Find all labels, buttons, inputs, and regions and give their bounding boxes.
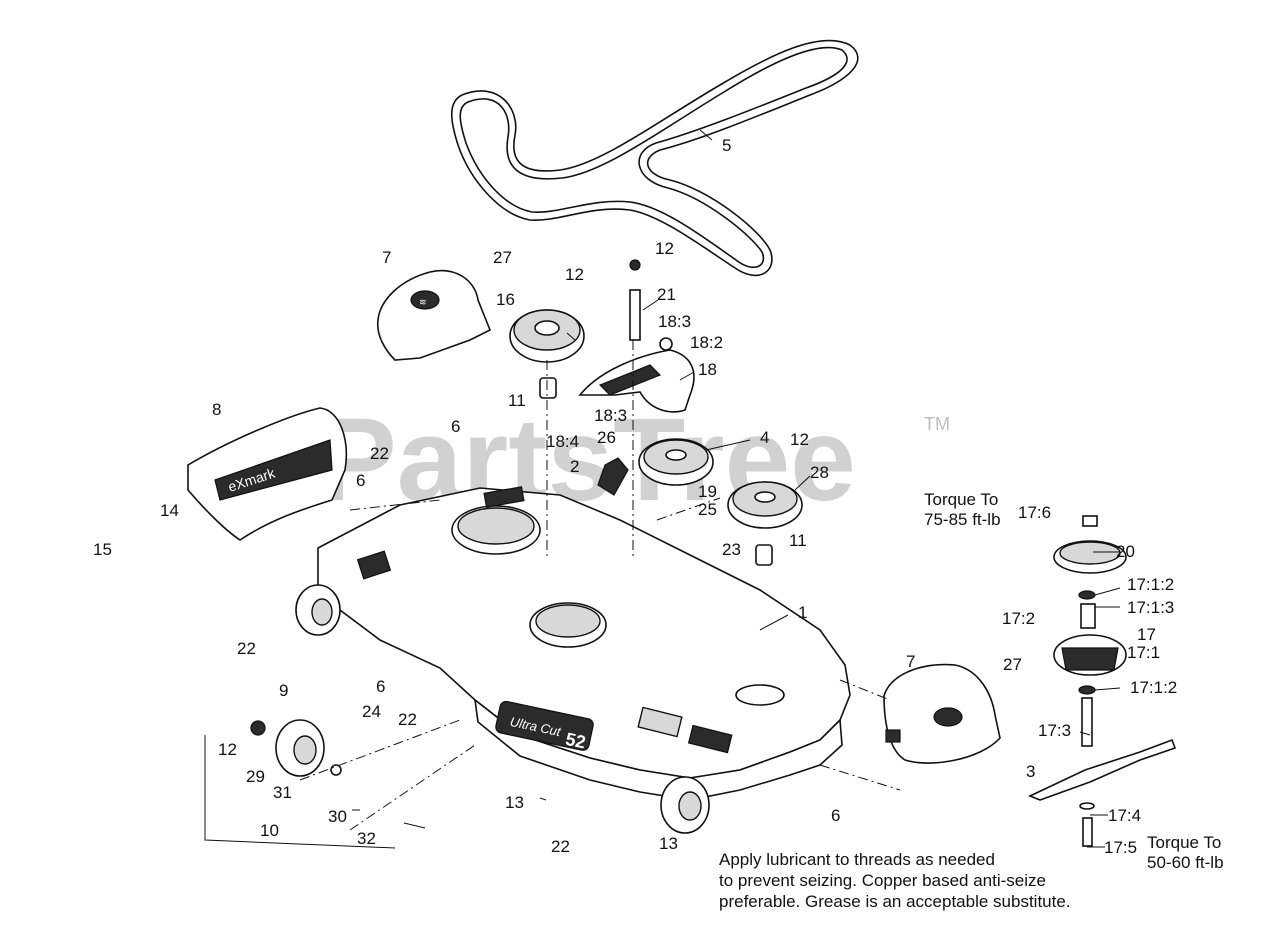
shaft-21 [629,259,641,341]
callout-30-label-31: 31 [273,783,292,802]
belt-cover-right [883,663,1001,764]
mower-deck: Ultra Cut 52 [317,486,851,801]
callout-5: 5 [722,136,731,155]
callout-17-1-2-a: 17:1:2 [1127,575,1174,594]
callout-12-d: 12 [218,740,237,759]
callout-15: 15 [93,540,112,559]
callout-27-b: 27 [1003,655,1022,674]
callout-21: 21 [657,285,676,304]
belt-cover-left: ≋ [376,269,492,361]
svg-text:≋: ≋ [419,297,427,307]
callout-2: 2 [570,457,579,476]
callout-9: 9 [279,681,288,700]
dash-lines [299,340,901,831]
callout-3: 3 [1026,762,1035,781]
lubricant-note: Apply lubricant to threads as needed to … [719,849,1071,912]
callout-27-a: 27 [493,248,512,267]
callout-24: 24 [362,702,381,721]
spacer-11a [539,377,557,399]
lubricant-note-line2: to prevent seizing. Copper based anti-se… [719,871,1046,890]
callout-18-3-b: 18:3 [594,406,627,425]
callout-20: 20 [1116,542,1135,561]
callout-29: 29 [246,767,265,786]
callout-17-1-3: 17:1:3 [1127,598,1174,617]
callout-7-b: 7 [906,652,915,671]
callout-14: 14 [160,501,179,520]
spring-2 [597,457,629,496]
wheel-29 [250,719,342,777]
callout-10: 10 [260,821,279,840]
torque-upper-line2: 75-85 ft-lb [924,510,1001,529]
callout-6-a: 6 [451,417,460,436]
callout-22-d: 22 [551,837,570,856]
callout-6-c: 6 [376,677,385,696]
deck-size: 52 [564,729,588,753]
spindle-assembly [1027,515,1177,847]
pulley-4 [638,438,714,486]
front-deck-cover: eXmark [187,407,348,541]
callout-18-3-a: 18:3 [658,312,691,331]
callout-22-c: 22 [398,710,417,729]
callout-17-6: 17:6 [1018,503,1051,522]
spacer-11b [755,544,773,566]
callout-11-b: 11 [789,531,807,550]
callout-22-b: 22 [237,639,256,658]
callout-18: 18 [698,360,717,379]
callout-17-3: 17:3 [1038,721,1071,740]
callout-17-1-2-b: 17:1:2 [1130,678,1177,697]
callout-28: 28 [810,463,829,482]
callout-22-a: 22 [370,444,389,463]
callout-12-a: 12 [565,265,584,284]
callout-8: 8 [212,400,221,419]
callout-12-c: 12 [790,430,809,449]
idler-pulley-16 [509,309,585,363]
callout-6-b: 6 [356,471,365,490]
watermark-trademark: TM [924,414,950,434]
callout-18-4: 18:4 [546,432,579,451]
callout-4: 4 [760,428,769,447]
callout-17-1: 17:1 [1127,643,1160,662]
callout-26: 26 [597,428,616,447]
callout-32: 32 [357,829,376,848]
callout-1: 1 [798,603,807,622]
callout-6-d: 6 [831,806,840,825]
drive-belt [450,39,859,277]
wheel-front-right [660,776,710,834]
callout-11-a: 11 [508,391,526,410]
callout-25: 25 [698,500,717,519]
callout-19: 19 [698,482,717,501]
torque-lower-line1: Torque To [1147,833,1221,852]
leader-lines [204,129,1121,849]
callout-13-b: 13 [659,834,678,853]
wheel-front-left [295,584,341,636]
callout-13-a: 13 [505,793,524,812]
torque-lower-line2: 50-60 ft-lb [1147,853,1224,872]
callout-30: 30 [328,807,347,826]
callout-17: 17 [1137,625,1156,644]
callout-17-2: 17:2 [1002,609,1035,628]
callout-18-2: 18:2 [690,333,723,352]
callout-17-4: 17:4 [1108,806,1141,825]
callout-23: 23 [722,540,741,559]
idler-arm-18 [578,337,695,413]
callout-7-a: 7 [382,248,391,267]
callout-16: 16 [496,290,515,309]
torque-upper-line1: Torque To [924,490,998,509]
callout-17-5: 17:5 [1104,838,1137,857]
callout-12-b: 12 [655,239,674,258]
lubricant-note-line1: Apply lubricant to threads as needed [719,850,995,869]
lubricant-note-line3: preferable. Grease is an acceptable subs… [719,892,1071,911]
pulley-28 [727,481,803,529]
